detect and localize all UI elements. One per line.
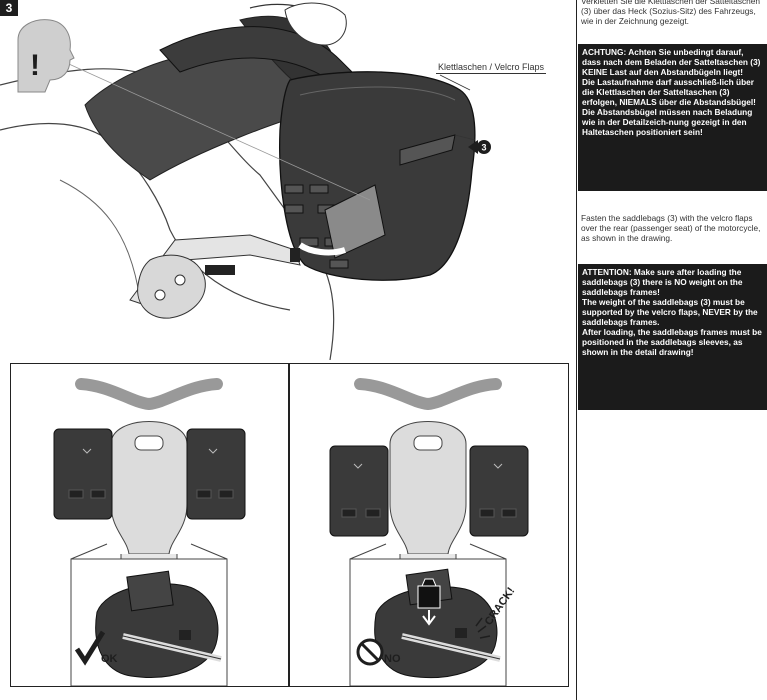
no-label: NO: [384, 653, 401, 665]
warning-exclamation-icon: !: [30, 49, 40, 82]
english-warning-line: The weight of the saddlebags (3) must be…: [582, 297, 758, 327]
instruction-text-column: Verkletten Sie die Klettlaschen der Satt…: [578, 0, 767, 700]
main-illustration: ! 3: [0, 2, 491, 360]
german-warning-line: Die Abstandsbügel müssen nach Beladung w…: [582, 107, 753, 137]
weight-block-icon: [417, 585, 441, 609]
correct-loading-illustration: OK: [53, 378, 246, 686]
illustration-area: ! 3 3 Klettlaschen / Velcro Flaps: [0, 0, 577, 700]
callout-marker-3: [477, 140, 491, 154]
english-warning-line: ATTENTION: Make sure after loading the s…: [582, 267, 743, 297]
english-warning-line: After loading, the saddlebags frames mus…: [582, 327, 762, 357]
detail-panel-incorrect: CRACK! NO: [289, 363, 569, 687]
german-warning-box: ACHTUNG: Achten Sie unbedingt darauf, da…: [578, 44, 767, 191]
check-mark-icon: [74, 630, 106, 666]
german-warning-line: Die Lastaufnahme darf ausschließ-lich üb…: [582, 77, 756, 107]
incorrect-loading-illustration: CRACK! NO: [329, 378, 529, 686]
ok-label: OK: [101, 653, 118, 665]
german-warning-line: ACHTUNG: Achten Sie unbedingt darauf, da…: [582, 47, 761, 77]
english-instruction-text: Fasten the saddlebags (3) with the velcr…: [581, 213, 761, 243]
english-warning-box: ATTENTION: Make sure after loading the s…: [578, 264, 767, 410]
velcro-flaps-callout-label: Klettlaschen / Velcro Flaps: [436, 62, 547, 74]
step-number-badge: 3: [0, 0, 18, 16]
detail-panel-correct: OK: [10, 363, 289, 687]
german-instruction-text: Verkletten Sie die Klettlaschen der Satt…: [581, 0, 760, 26]
svg-text:3: 3: [481, 143, 486, 153]
prohibited-icon: [356, 638, 384, 666]
